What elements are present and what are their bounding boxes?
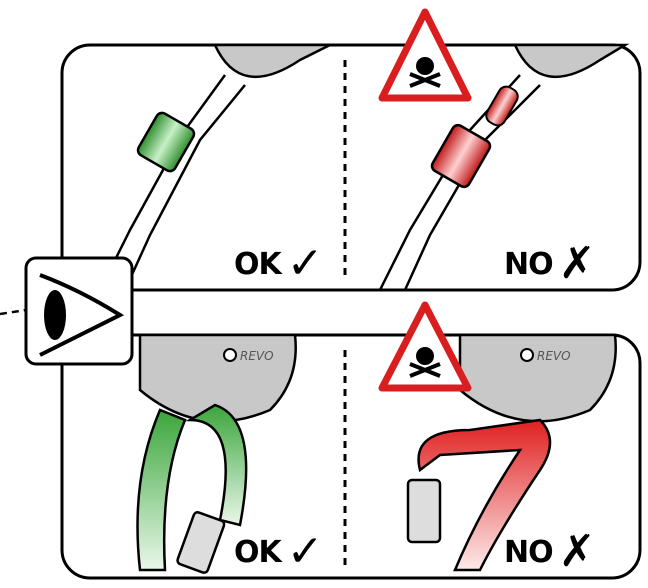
check-icon: ✓ [286,238,324,289]
ok-text: OK [234,246,282,282]
device-ok-bottom: REVO [136,333,297,574]
eye-icon [24,256,134,366]
device-no-top [378,43,630,291]
svg-text:REVO: REVO [537,349,571,363]
no-text: NO [504,246,554,282]
no-text: NO [504,534,554,570]
check-icon: ✓ [286,526,324,577]
ok-label-bottom: OK✓ [234,526,324,577]
no-label-top: NO✗ [504,242,595,286]
no-label-bottom: NO✗ [504,530,595,574]
top-panel [60,8,642,292]
bottom-panel: REVO REVO [60,301,642,580]
svg-text:REVO: REVO [240,349,274,363]
warning-icon-top [378,8,472,102]
cross-icon: ✗ [558,238,596,289]
device-no-bottom: REVO [406,333,617,572]
warning-icon-bottom [378,301,472,392]
device-ok-top [98,43,331,291]
ok-label-top: OK✓ [234,238,324,289]
ok-text: OK [234,534,282,570]
cross-icon: ✗ [558,526,596,577]
